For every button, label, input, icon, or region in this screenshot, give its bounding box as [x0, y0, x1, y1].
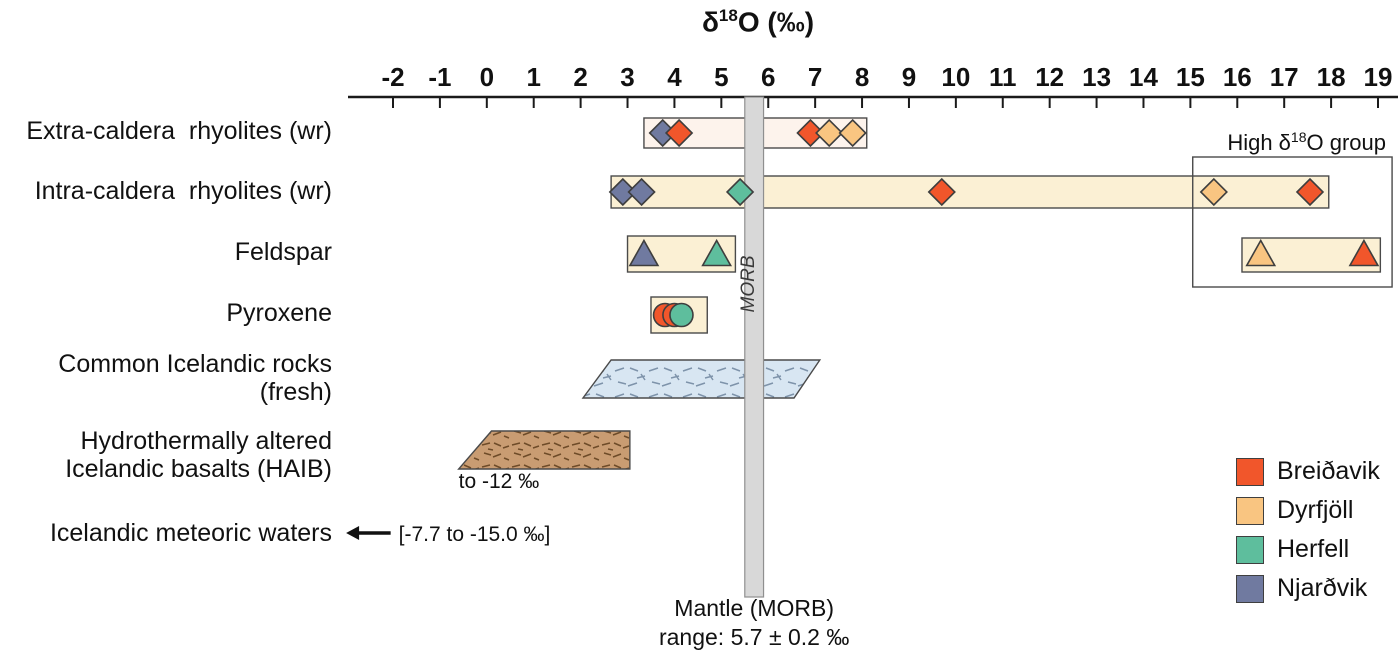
morb-caption: range: 5.7 ± 0.2 ‰: [659, 624, 849, 650]
legend-swatch-breidavik: [1236, 457, 1264, 486]
chart-title-sup: 18: [718, 6, 738, 25]
marker-njardvik: [628, 238, 660, 267]
marker-njardvik: [627, 177, 656, 207]
axis-tick-label: 19: [1364, 62, 1393, 92]
marker-breidavik: [1348, 238, 1380, 267]
axis-tick-label: 8: [855, 62, 869, 92]
axis-tick-label: 13: [1082, 62, 1111, 92]
marker-herfell: [701, 238, 733, 267]
axis-tick-label: 5: [714, 62, 728, 92]
legend-item-breidavik: Breiðavik: [1236, 452, 1380, 491]
marker-breidavik: [664, 118, 694, 148]
marker-dyrfjoll: [1199, 177, 1228, 207]
row-label-feldspar: Feldspar: [234, 238, 332, 266]
axis-tick-label: 2: [573, 62, 587, 92]
row-label-intra-caldera-rhyolites: Intra-caldera rhyolites (wr): [34, 177, 332, 205]
legend-swatch-njardvik: [1236, 574, 1264, 603]
note-haib: to -12 ‰: [459, 470, 540, 493]
axis-tick-label: 0: [480, 62, 494, 92]
row-label-extra-caldera-rhyolites: Extra-caldera rhyolites (wr): [26, 117, 332, 145]
chart-title-prefix: δ: [701, 6, 719, 38]
legend-swatch-herfell: [1236, 535, 1264, 564]
axis-tick-label: 7: [808, 62, 822, 92]
axis-tick-label: 10: [941, 62, 970, 92]
note-icelandic-meteoric-waters: [-7.7 to -15.0 ‰]: [399, 523, 551, 546]
left-arrow-head: [346, 526, 360, 540]
legend-label-dyrfjoll: Dyrfjöll: [1277, 496, 1354, 524]
marker-herfell: [669, 302, 694, 328]
legend-label-herfell: Herfell: [1277, 535, 1350, 563]
axis-tick-label: 14: [1129, 62, 1158, 92]
axis-tick-label: 6: [761, 62, 775, 92]
field-texture-common-icelandic-rocks: [581, 359, 822, 399]
axis-tick-label: 16: [1223, 62, 1252, 92]
axis-tick-label: 9: [902, 62, 916, 92]
chart-title: δ18O (‰): [702, 6, 814, 38]
row-label-common-icelandic-rocks: Common Icelandic rocks(fresh): [58, 350, 332, 406]
morb-caption: Mantle (MORB): [674, 595, 834, 621]
axis-tick-label: 1: [526, 62, 540, 92]
high-d18o-group-box: [1192, 156, 1393, 288]
row-label-icelandic-meteoric-waters: Icelandic meteoric waters: [49, 519, 332, 547]
marker-breidavik: [1295, 177, 1325, 207]
legend-label-njardvik: Njarðvik: [1277, 574, 1368, 602]
marker-herfell: [725, 177, 755, 207]
legend-label-breidavik: Breiðavik: [1277, 457, 1380, 485]
high-d18o-group-label: High δ18O group: [1227, 129, 1386, 155]
axis-tick-label: 15: [1176, 62, 1205, 92]
legend-item-njardvik: Njarðvik: [1236, 569, 1380, 608]
marker-breidavik: [927, 177, 956, 207]
field-texture-haib: [457, 430, 631, 470]
axis-tick-label: 17: [1270, 62, 1299, 92]
chart-title-suffix: O (‰): [737, 6, 815, 38]
legend-item-herfell: Herfell: [1236, 530, 1380, 569]
row-label-pyroxene: Pyroxene: [226, 299, 332, 327]
axis-tick-label: 12: [1035, 62, 1064, 92]
morb-bar: [744, 96, 765, 598]
marker-dyrfjoll: [1245, 238, 1277, 267]
axis-tick-label: -1: [428, 62, 451, 92]
legend-item-dyrfjoll: Dyrfjöll: [1236, 491, 1380, 530]
legend-swatch-dyrfjoll: [1236, 496, 1264, 525]
morb-bar-label: MORB: [738, 255, 759, 312]
axis-tick-label: -2: [381, 62, 404, 92]
marker-dyrfjoll: [838, 118, 867, 148]
axis-tick-label: 18: [1317, 62, 1346, 92]
axis-tick-label: 3: [620, 62, 634, 92]
axis-tick-label: 4: [667, 62, 682, 92]
axis-tick-label: 11: [989, 62, 1017, 92]
